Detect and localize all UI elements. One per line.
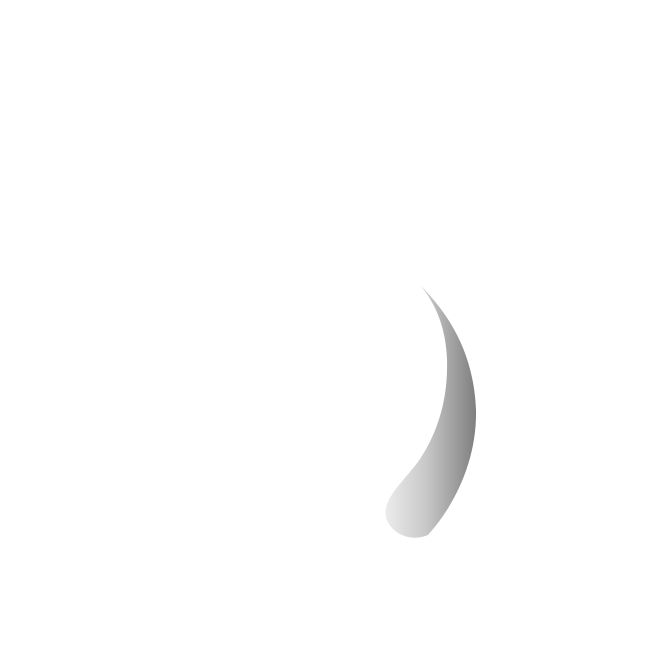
crescent-shape bbox=[385, 285, 477, 538]
